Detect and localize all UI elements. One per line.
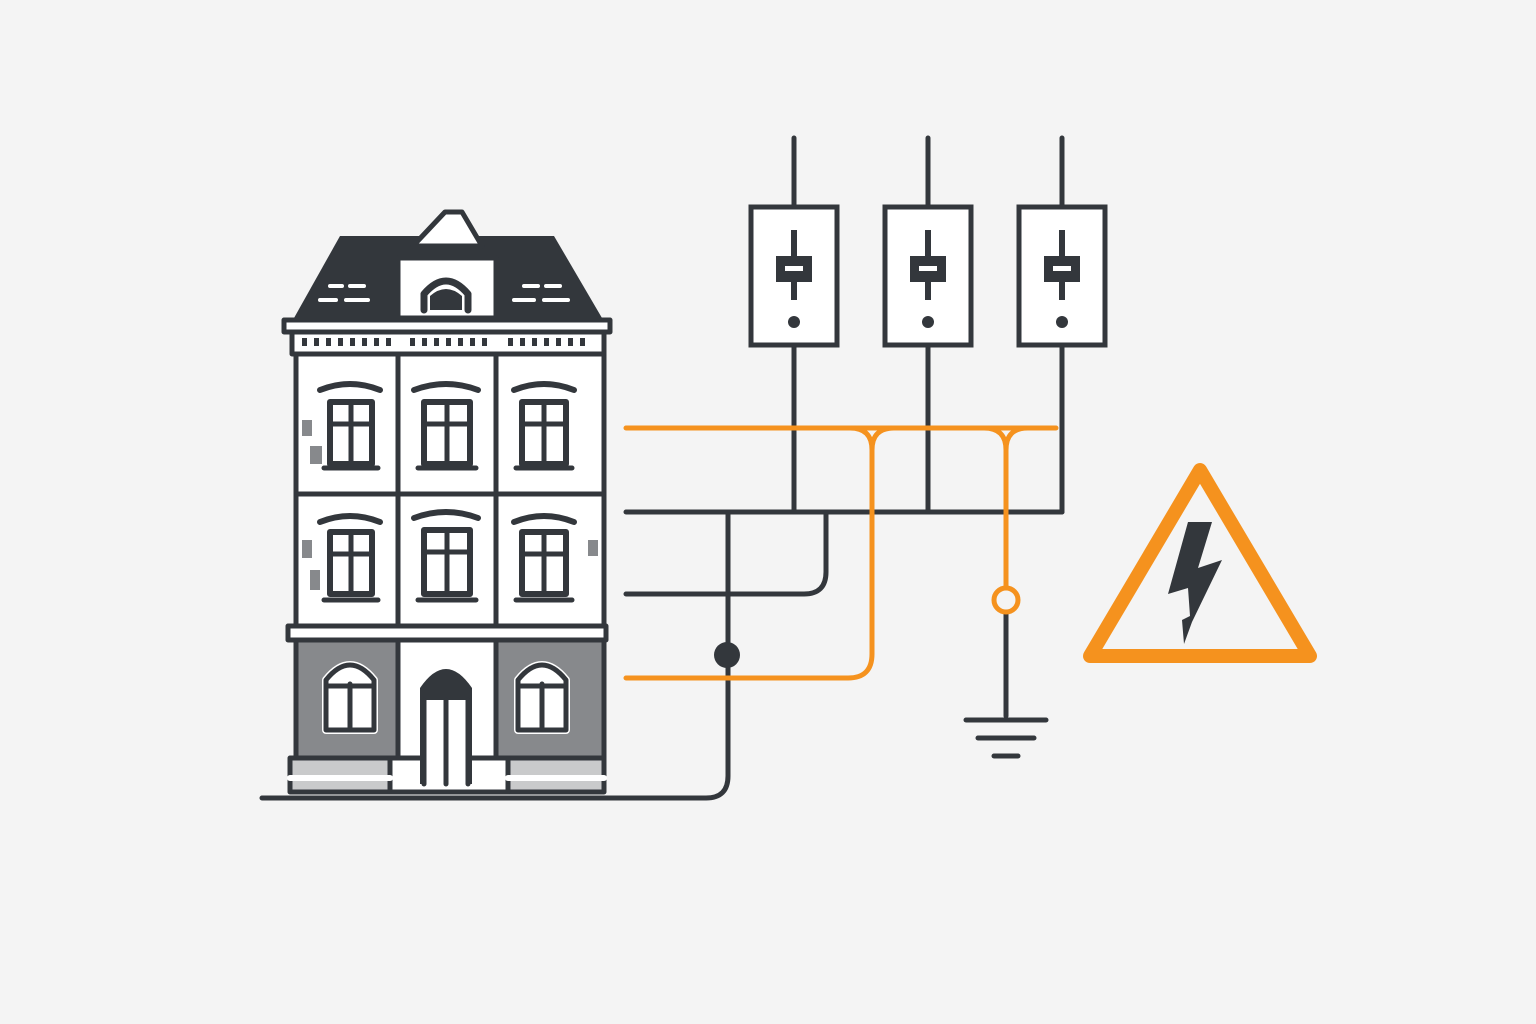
middle-windows [317,509,577,603]
switch-node-icon [991,585,1021,615]
upper-windows [317,381,577,471]
high-voltage-warning-icon [1083,463,1317,663]
junction-dot-icon [714,642,740,668]
ground-icon [963,717,1049,759]
fuse-icon [1016,204,1108,348]
fuse-icon [748,204,840,348]
ground-floor-openings [322,661,570,787]
fuse-icon [882,204,974,348]
lightning-bolt-icon [1168,522,1222,644]
building-icon [281,209,613,795]
fuse-group [748,204,1108,348]
